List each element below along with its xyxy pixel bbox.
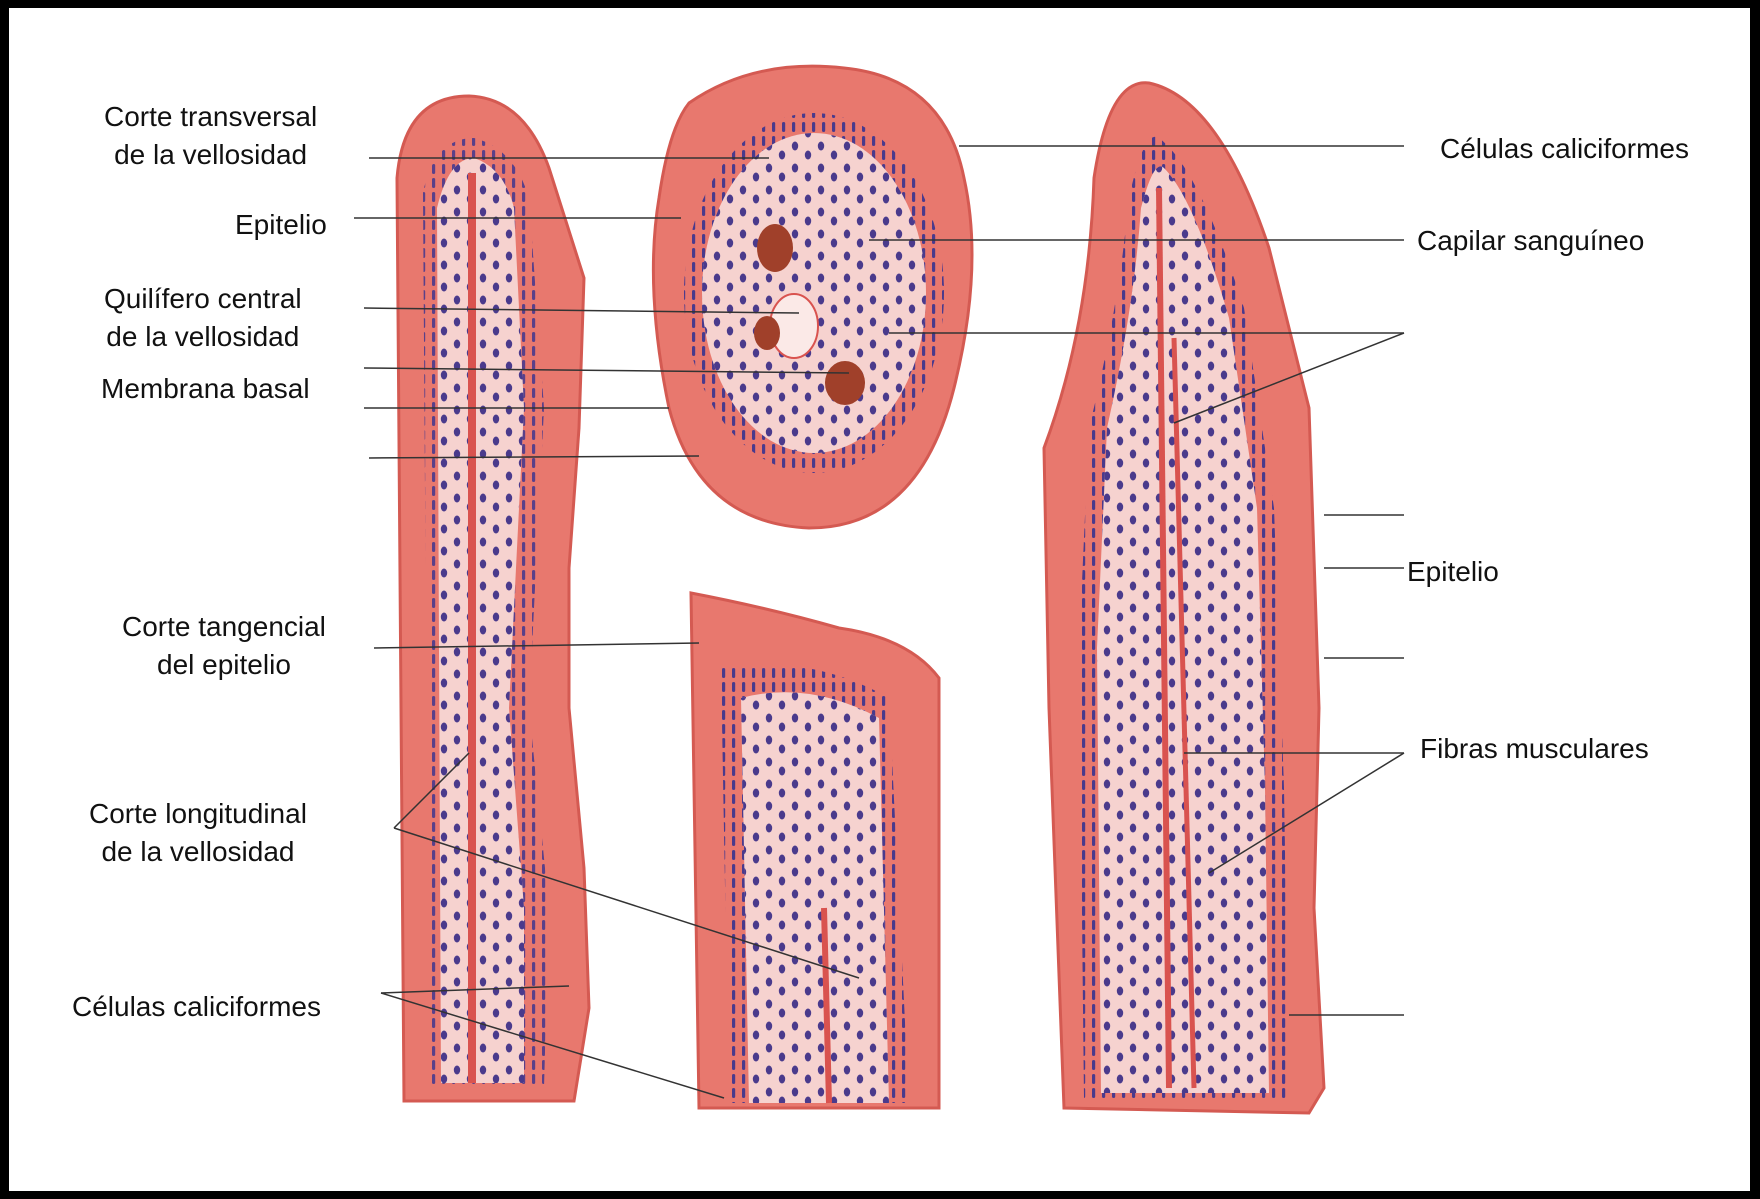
label-capilar-sanguineo: Capilar sanguíneo [1417,222,1644,260]
figure-frame: Corte transversal de la vellosidad Epite… [9,8,1750,1191]
villus-right [1044,83,1324,1113]
villus-tangential [691,593,939,1108]
villus-transverse [653,66,972,528]
label-quilifero: Quilífero central de la vellosidad [104,280,302,356]
label-corte-longitudinal: Corte longitudinal de la vellosidad [89,795,307,871]
villus-left [397,96,589,1101]
label-celulas-caliciformes-left: Células caliciformes [72,988,321,1026]
label-epitelio-right: Epitelio [1407,553,1499,591]
label-fibras-musculares: Fibras musculares [1420,730,1649,768]
label-epitelio-left: Epitelio [235,206,327,244]
label-membrana-basal: Membrana basal [101,370,310,408]
label-corte-tangencial: Corte tangencial del epitelio [122,608,326,684]
label-celulas-caliciformes-right: Células caliciformes [1440,130,1689,168]
label-corte-transversal: Corte transversal de la vellosidad [104,98,317,174]
